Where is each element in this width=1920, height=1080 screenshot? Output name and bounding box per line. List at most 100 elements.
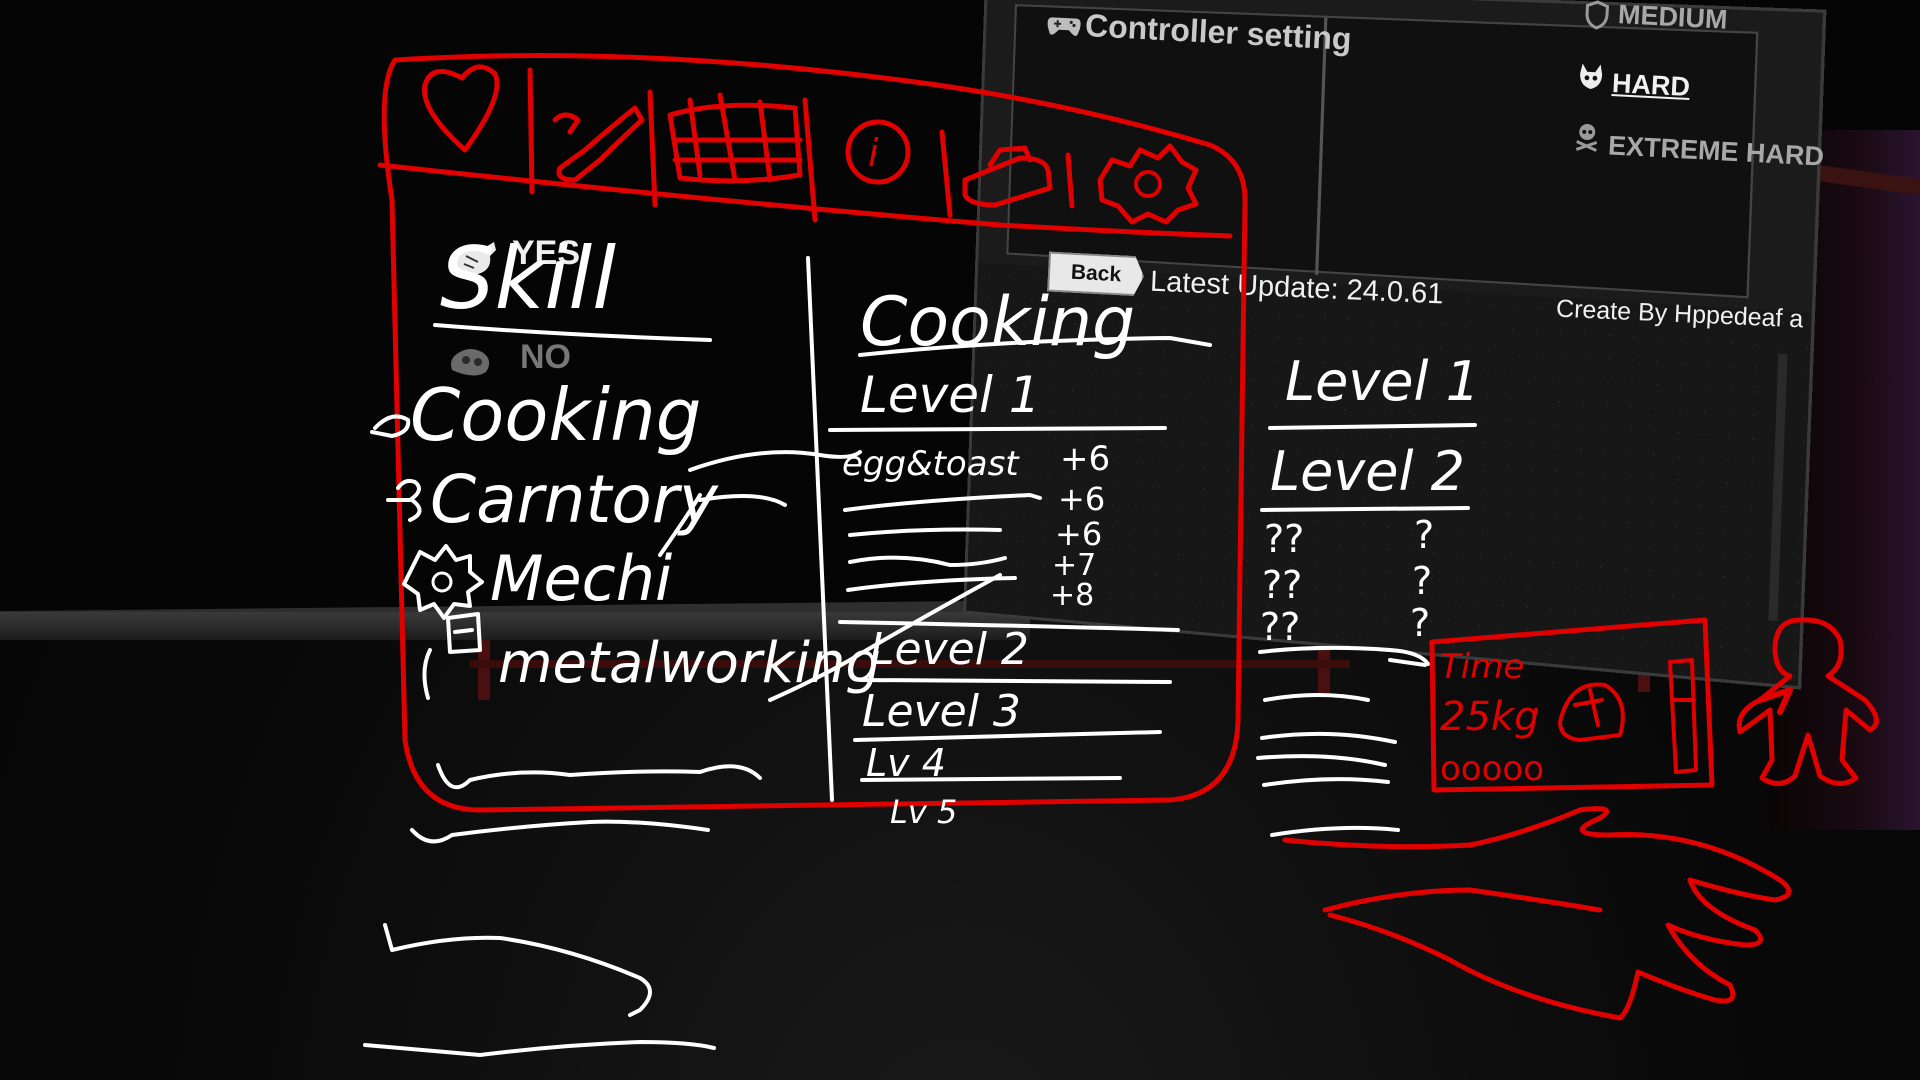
level-heading[interactable]: Level 2 xyxy=(870,624,1029,675)
sketch-arrow xyxy=(768,573,1002,702)
level-row: +6 xyxy=(848,515,1102,553)
placeholder-line xyxy=(1258,645,1430,666)
skill-item-mechi[interactable]: Mechi xyxy=(402,542,672,620)
unknown-entry: ? xyxy=(1410,601,1430,645)
controller-icon xyxy=(1047,17,1081,36)
recipe-bonus: +8 xyxy=(1050,578,1094,613)
placeholder-line xyxy=(383,923,652,1017)
tab-tools[interactable] xyxy=(552,105,645,183)
left-panel-ledge xyxy=(0,612,1030,640)
tab-health[interactable] xyxy=(422,64,500,153)
metalworking-icon xyxy=(422,612,482,700)
crafting-bench-icon xyxy=(667,92,803,184)
recipe-name: egg&toast xyxy=(842,444,1020,484)
level-separator xyxy=(838,620,1180,632)
heart-icon xyxy=(422,64,500,153)
player-figure xyxy=(1736,617,1879,786)
battery-icon xyxy=(1668,658,1698,774)
tab-settings[interactable] xyxy=(1097,143,1199,225)
level-heading-underline xyxy=(828,426,1167,432)
panel-divider xyxy=(806,256,834,802)
chicken-leg-icon xyxy=(450,242,496,276)
recipe-bonus: +6 xyxy=(1055,515,1102,553)
unknown-entry: ? xyxy=(1414,513,1434,557)
broken-item-icon xyxy=(451,349,490,376)
time-label: Time xyxy=(1440,647,1524,687)
skills-title-underline xyxy=(433,323,712,342)
level-row: +7 xyxy=(848,548,1096,583)
level-heading: Level 1 xyxy=(860,366,1041,424)
gear-icon-center xyxy=(431,571,453,593)
tab-divider xyxy=(1065,152,1075,209)
shield-icon xyxy=(1585,0,1610,30)
status-box: Time 25kg ooooo xyxy=(1429,617,1715,793)
sketch-arrow xyxy=(658,493,702,557)
skill-item-metalworking[interactable]: metalworking xyxy=(422,612,881,700)
no-option[interactable]: NO xyxy=(520,338,571,376)
skill-item-label: Cooking xyxy=(410,373,701,457)
hand-icon-crease xyxy=(1322,887,1603,913)
level-heading-underline xyxy=(853,730,1162,742)
unknown-entry: ?? xyxy=(1264,517,1304,561)
gear-icon xyxy=(1097,143,1199,225)
tab-divider xyxy=(802,97,818,223)
level-heading[interactable]: Lv 5 xyxy=(890,793,957,831)
sketch-arrow xyxy=(1388,658,1427,667)
side-level-heading[interactable]: Level 1 xyxy=(1285,350,1480,413)
placeholder-line xyxy=(1270,825,1400,837)
recipe-bonus: +6 xyxy=(1060,439,1110,479)
tab-divider xyxy=(939,129,953,218)
skill-item-carntory[interactable]: Carntory xyxy=(386,461,719,538)
placeholder-line xyxy=(1262,777,1390,787)
tab-crafting[interactable] xyxy=(667,92,803,184)
info-icon xyxy=(845,119,911,185)
injury-mark xyxy=(1757,687,1793,715)
tab-inventory[interactable] xyxy=(962,145,1053,208)
side-level-panel: Level 1 Level 2 ?? ? ?? ? ?? ? xyxy=(1256,350,1480,837)
side-heading-underline xyxy=(1260,506,1470,512)
hand-icon xyxy=(1282,806,1792,1021)
skill-item-cooking[interactable]: Cooking xyxy=(370,373,701,457)
level-heading[interactable]: Level 3 xyxy=(862,686,1021,737)
cooking-icon xyxy=(370,414,411,438)
sketch-arrow xyxy=(698,494,787,507)
unknown-entry: ? xyxy=(1412,559,1432,603)
placeholder-line xyxy=(1260,731,1397,744)
skills-title: Skill xyxy=(440,229,616,329)
sketch-arrow xyxy=(688,450,862,472)
sketch-tab-bar-line xyxy=(377,162,1233,239)
sketch-window-frame xyxy=(381,53,1248,813)
unknown-entry: ?? xyxy=(1260,605,1300,649)
skill-item-label: Carntory xyxy=(430,461,719,538)
horned-skull-icon xyxy=(1580,63,1603,89)
carntory-icon xyxy=(386,478,422,522)
yes-option[interactable]: YES xyxy=(512,234,581,272)
placeholder-line xyxy=(363,1040,716,1057)
tab-divider xyxy=(647,89,658,208)
side-level-heading[interactable]: Level 2 xyxy=(1270,440,1465,503)
tab-info[interactable]: i xyxy=(845,119,911,185)
recipe-bonus: +6 xyxy=(1058,480,1105,518)
skill-item-label: metalworking xyxy=(498,631,881,696)
placeholder-line xyxy=(436,763,762,790)
info-icon-letter: i xyxy=(868,131,879,175)
gear-icon xyxy=(402,544,484,620)
level-row: egg&toast +6 xyxy=(842,439,1110,484)
gear-icon-center xyxy=(1134,170,1162,198)
level-row: +6 xyxy=(843,480,1105,518)
cooking-detail-panel: Cooking Level 1 egg&toast +6 +6 +6 +7 xyxy=(828,283,1212,831)
placeholder-line xyxy=(410,819,710,844)
recipe-bonus: +7 xyxy=(1052,548,1096,583)
floor-post xyxy=(478,640,490,700)
placeholder-line xyxy=(1256,754,1387,767)
level-row: +8 xyxy=(846,576,1094,613)
floor-rail xyxy=(470,660,1350,668)
level-heading-underline xyxy=(858,678,1172,684)
tab-divider xyxy=(527,67,535,195)
skills-panel: Skill Cooking Carntory Mechi metalworkin… xyxy=(363,229,881,1057)
skull-crossbones-icon xyxy=(1575,124,1598,152)
slot-dots: ooooo xyxy=(1440,749,1544,789)
recipe-placeholder xyxy=(848,527,1002,537)
